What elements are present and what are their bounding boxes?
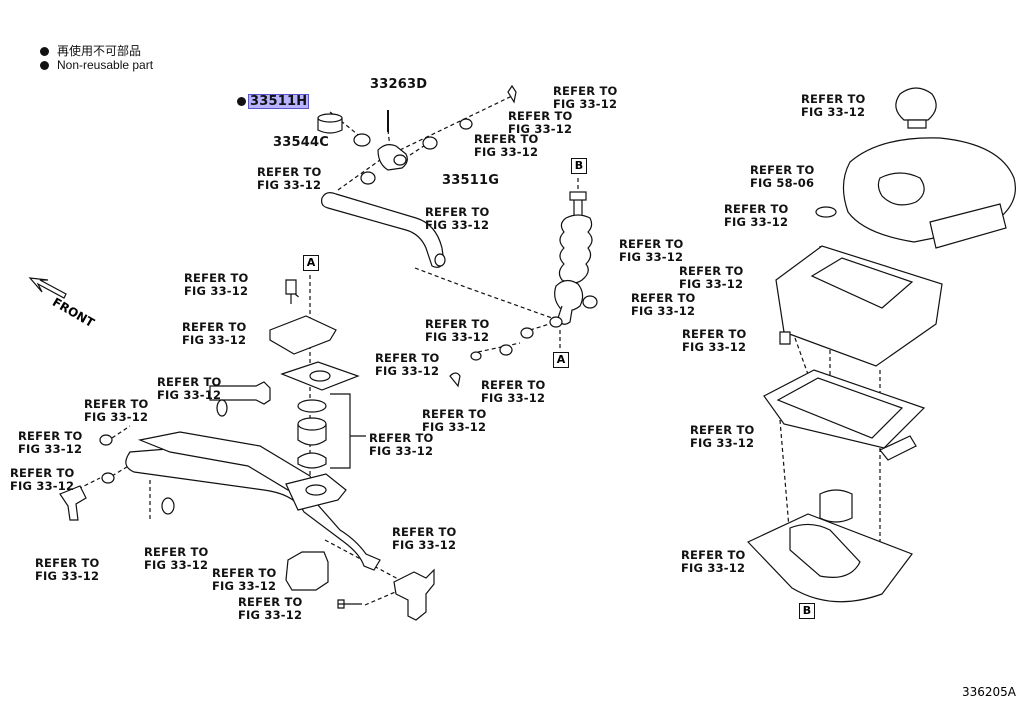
refer-link[interactable]: REFER TO FIG 33-12: [369, 431, 434, 458]
legend-en-text: Non-reusable part: [57, 58, 154, 72]
bullet-icon: [40, 61, 49, 70]
refer-link[interactable]: REFER TO FIG 33-12: [619, 237, 684, 264]
refer-link[interactable]: REFER TO FIG 33-12: [422, 407, 487, 434]
refer-link[interactable]: REFER TO FIG 33-12: [238, 595, 303, 622]
front-label: FRONT: [50, 295, 97, 331]
marker-b: B: [799, 603, 815, 619]
refer-link[interactable]: REFER TO FIG 33-12: [481, 378, 546, 405]
part-33544C[interactable]: 33544C: [273, 135, 329, 150]
marker-a: A: [303, 255, 319, 271]
refer-link[interactable]: REFER TO FIG 33-12: [392, 525, 457, 552]
refer-link[interactable]: REFER TO FIG 33-12: [84, 397, 149, 424]
non-reusable-bullet-icon: [237, 97, 246, 106]
refer-link[interactable]: REFER TO FIG 33-12: [682, 327, 747, 354]
refer-link[interactable]: REFER TO FIG 33-12: [474, 132, 539, 159]
refer-link[interactable]: REFER TO FIG 33-12: [681, 548, 746, 575]
part-33263D[interactable]: 33263D: [370, 77, 428, 92]
refer-link[interactable]: REFER TO FIG 33-12: [144, 545, 209, 572]
marker-a: A: [553, 352, 569, 368]
refer-link[interactable]: REFER TO FIG 33-12: [212, 566, 277, 593]
bullet-icon: [40, 47, 49, 56]
refer-link[interactable]: REFER TO FIG 33-12: [679, 264, 744, 291]
legend-jp: 再使用不可部品: [40, 42, 141, 59]
refer-link[interactable]: REFER TO FIG 58-06: [750, 163, 815, 190]
refer-link[interactable]: REFER TO FIG 33-12: [10, 466, 75, 493]
part-33511H[interactable]: 33511H: [248, 94, 310, 109]
figure-code: 336205A: [961, 685, 1016, 699]
refer-link[interactable]: REFER TO FIG 33-12: [425, 317, 490, 344]
legend-en: Non-reusable part: [40, 58, 153, 72]
refer-link[interactable]: REFER TO FIG 33-12: [18, 429, 83, 456]
refer-link[interactable]: REFER TO FIG 33-12: [724, 202, 789, 229]
refer-link[interactable]: REFER TO FIG 33-12: [257, 165, 322, 192]
refer-link[interactable]: REFER TO FIG 33-12: [801, 92, 866, 119]
refer-link[interactable]: REFER TO FIG 33-12: [182, 320, 247, 347]
refer-link[interactable]: REFER TO FIG 33-12: [690, 423, 755, 450]
marker-b: B: [571, 158, 587, 174]
refer-link[interactable]: REFER TO FIG 33-12: [508, 109, 573, 136]
part-33511G[interactable]: 33511G: [442, 173, 500, 188]
refer-link[interactable]: REFER TO FIG 33-12: [553, 84, 618, 111]
refer-link[interactable]: REFER TO FIG 33-12: [375, 351, 440, 378]
refer-link[interactable]: REFER TO FIG 33-12: [631, 291, 696, 318]
refer-link[interactable]: REFER TO FIG 33-12: [184, 271, 249, 298]
refer-link[interactable]: REFER TO FIG 33-12: [157, 375, 222, 402]
legend-jp-text: 再使用不可部品: [57, 44, 142, 58]
refer-link[interactable]: REFER TO FIG 33-12: [35, 556, 100, 583]
refer-link[interactable]: REFER TO FIG 33-12: [425, 205, 490, 232]
